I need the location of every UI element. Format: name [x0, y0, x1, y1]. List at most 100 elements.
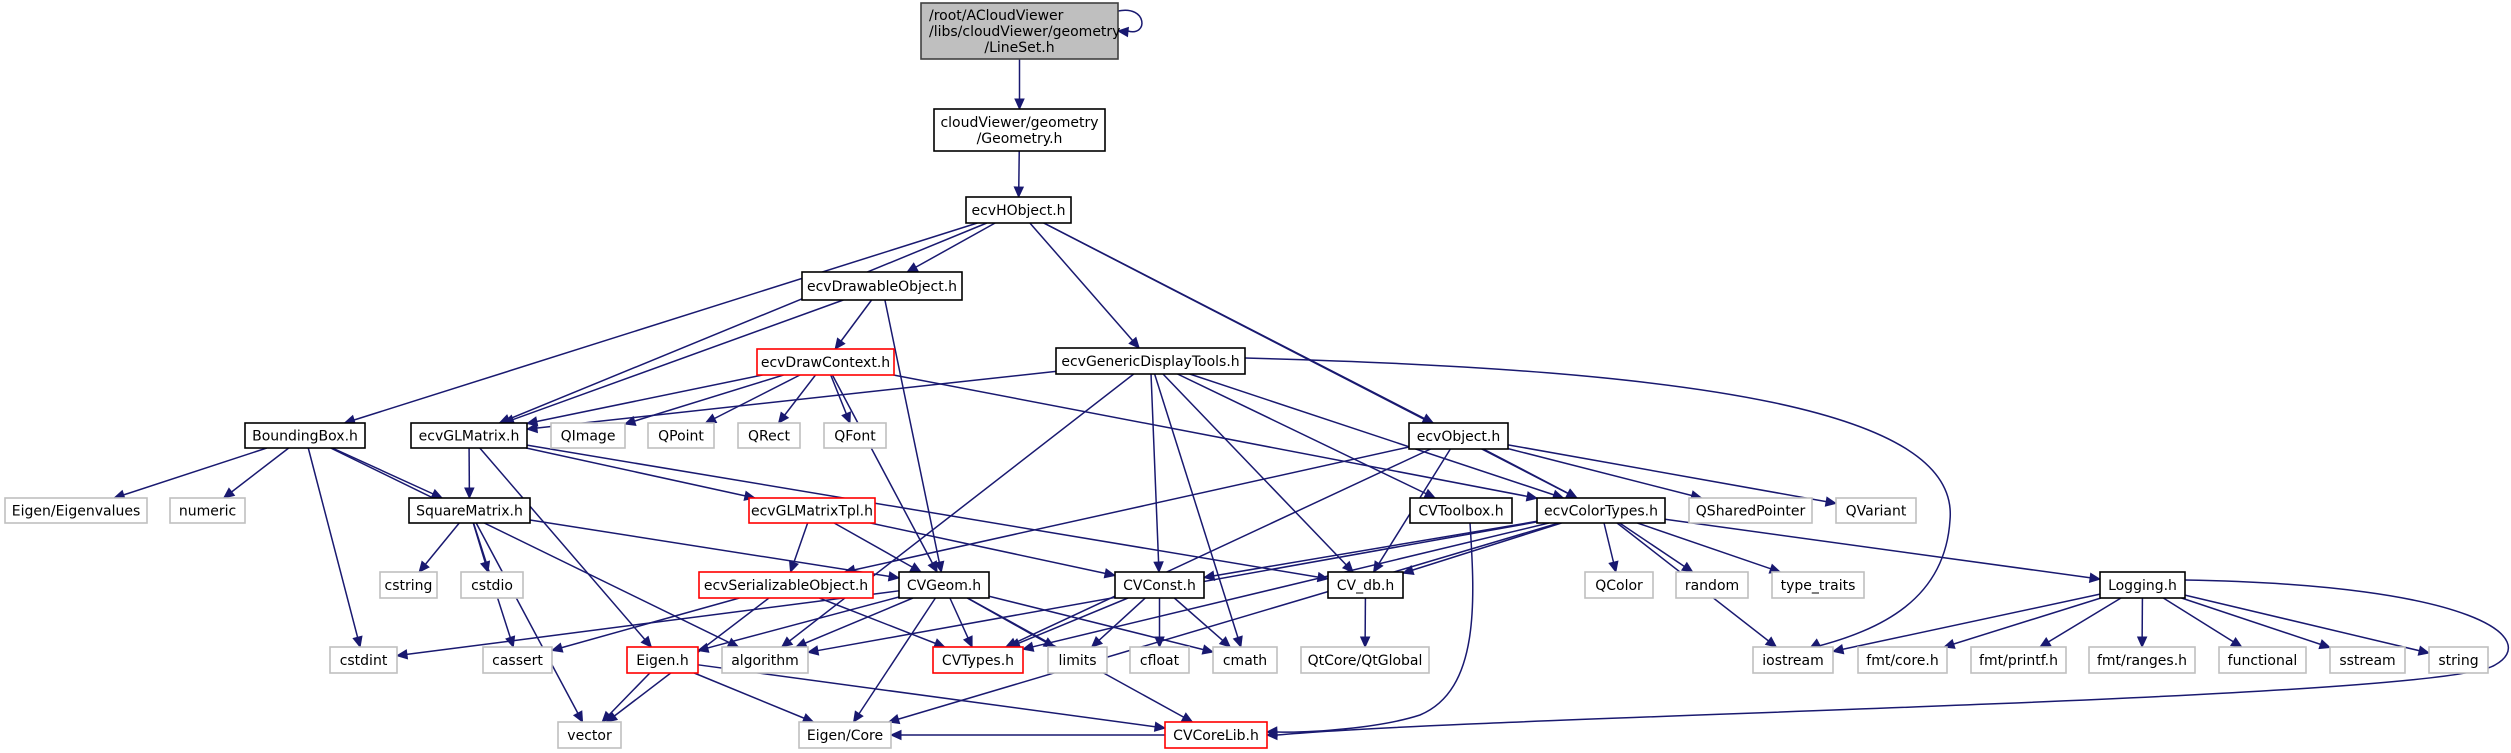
edge-line [2039, 597, 2122, 648]
arrowhead-icon [777, 411, 790, 424]
node-string: string [2428, 646, 2489, 674]
edge-line [1203, 520, 1538, 579]
node-ecv-serializable-object[interactable]: ecvSerializableObject.h [698, 571, 874, 599]
node-qimage: QImage [550, 422, 626, 449]
node-cstdio: cstdio [460, 571, 524, 599]
node-ecv-color-types[interactable]: ecvColorTypes.h [1536, 497, 1666, 524]
edge-line [1832, 593, 2101, 653]
edge-ecv-glmatrix-tpl-to-cvconst [870, 522, 1117, 579]
node-ecv-glmatrix[interactable]: ecvGLMatrix.h [410, 422, 528, 449]
node-square-matrix[interactable]: SquareMatrix.h [408, 497, 531, 524]
node-cvtypes[interactable]: CVTypes.h [932, 646, 1024, 674]
node-eigen-h[interactable]: Eigen.h [626, 646, 699, 674]
node-box [329, 646, 398, 674]
node-box [1327, 571, 1404, 599]
arrowhead-icon [1128, 336, 1140, 349]
arrowhead-icon [1014, 98, 1025, 111]
node-label: ecvGenericDisplayTools.h [1061, 354, 1239, 370]
edge-line [1244, 357, 1951, 648]
node-ecv-glmatrix-tpl[interactable]: ecvGLMatrixTpl.h [748, 497, 876, 524]
edge-bounding-box-to-cstdint [307, 447, 363, 649]
edge-line [1153, 373, 1242, 648]
edge-eigen-h-to-vector [601, 672, 651, 723]
node-box [1212, 646, 1278, 674]
node-box [1675, 571, 1749, 599]
edge-ecv-glmatrix-to-eigen-h [479, 447, 653, 648]
arrowhead-icon [1090, 636, 1104, 648]
edge-line [624, 374, 784, 425]
edge-ecv-glmatrix-to-ecv-glmatrix-tpl [526, 447, 757, 501]
node-geometry[interactable]: cloudViewer/geometry/Geometry.h [933, 108, 1106, 152]
node-box [798, 721, 892, 749]
edge-ecv-draw-context-to-ecv-glmatrix [525, 374, 763, 427]
edge-line [1162, 373, 1354, 573]
edge-logging-to-fmtprintf [2038, 597, 2122, 648]
node-label: Logging.h [2108, 578, 2177, 594]
arrowhead-icon [1423, 488, 1437, 499]
edge-line [852, 597, 937, 723]
node-box [2329, 646, 2406, 674]
node-logging[interactable]: Logging.h [2099, 571, 2186, 599]
node-ecv-hobject[interactable]: ecvHObject.h [965, 196, 1072, 224]
node-cstdint: cstdint [329, 646, 398, 674]
node-qpoint: QPoint [647, 422, 715, 449]
node-ecv-object[interactable]: ecvObject.h [1408, 422, 1509, 450]
node-cvconst[interactable]: CVConst.h [1114, 571, 1205, 599]
edge-ecv-glmatrix-tpl-to-ecv-serializable-object [789, 522, 809, 574]
node-label: cstdint [340, 653, 388, 669]
edge-ecv-color-types-to-cvtypes [1021, 522, 1550, 652]
node-box [933, 108, 1106, 152]
arrowhead-icon [962, 635, 973, 649]
edge-line [526, 444, 1329, 580]
edge-cvgeom-to-eigen-core [852, 597, 937, 724]
edge-line [529, 519, 900, 579]
arrowhead-icon [1341, 560, 1354, 573]
arrowhead-icon [640, 635, 653, 648]
edge-line [475, 522, 584, 723]
node-cvcore-lib[interactable]: CVCoreLib.h [1164, 721, 1268, 749]
node-label: QVariant [1846, 504, 1907, 520]
edge-line [831, 374, 938, 573]
node-cassert: cassert [482, 646, 553, 674]
edge-line [1009, 597, 1129, 648]
node-box [379, 571, 438, 599]
node-cv-db[interactable]: CV_db.h [1327, 571, 1404, 599]
node-label: random [1685, 578, 1739, 594]
node-label: ecvDrawContext.h [761, 355, 890, 371]
arrowhead-icon [1680, 561, 1694, 573]
node-cmath: cmath [1212, 646, 1278, 674]
edge-ecv-hobject-to-ecv-generic-display-tools [1029, 222, 1140, 349]
edge-ecv-generic-display-tools-to-cvconst [1150, 373, 1164, 574]
node-sstream: sstream [2329, 646, 2406, 674]
node-label: CV_db.h [1337, 578, 1394, 594]
edge-line [795, 597, 914, 648]
edge-line-set-to-line-set [1116, 9, 1143, 38]
node-ecv-drawable-object[interactable]: ecvDrawableObject.h [801, 271, 963, 301]
arrowhead-icon [789, 560, 799, 574]
node-box [2088, 646, 2196, 674]
node-bounding-box[interactable]: BoundingBox.h [244, 422, 366, 449]
node-label: QFont [834, 429, 876, 445]
node-box [557, 721, 622, 749]
edge-line [893, 374, 1538, 499]
edge-ecv-generic-display-tools-to-ecv-glmatrix [525, 370, 1057, 434]
node-box [1164, 721, 1268, 749]
arrowhead-icon [927, 560, 938, 574]
node-box [1055, 347, 1246, 375]
node-label: cmath [1223, 653, 1267, 669]
node-cvtoolbox[interactable]: CVToolbox.h [1409, 497, 1513, 524]
arrowhead-icon [395, 649, 409, 660]
arrowhead-icon [525, 422, 539, 434]
node-cstring: cstring [379, 571, 438, 599]
edge-cvcore-lib-to-eigen-core [889, 729, 1165, 741]
node-ecv-draw-context[interactable]: ecvDrawContext.h [756, 348, 895, 376]
node-ecv-generic-display-tools[interactable]: ecvGenericDisplayTools.h [1055, 347, 1246, 375]
arrowhead-icon [1021, 641, 1035, 652]
edge-line [113, 447, 268, 499]
node-box [1114, 571, 1205, 599]
node-cvgeom[interactable]: CVGeom.h [898, 571, 990, 599]
node-line-set[interactable]: /root/ACloudViewer/libs/cloudViewer/geom… [920, 2, 1120, 60]
node-box [1408, 422, 1509, 450]
edge-ecv-color-types-to-random [1619, 522, 1694, 573]
node-box [626, 646, 699, 674]
